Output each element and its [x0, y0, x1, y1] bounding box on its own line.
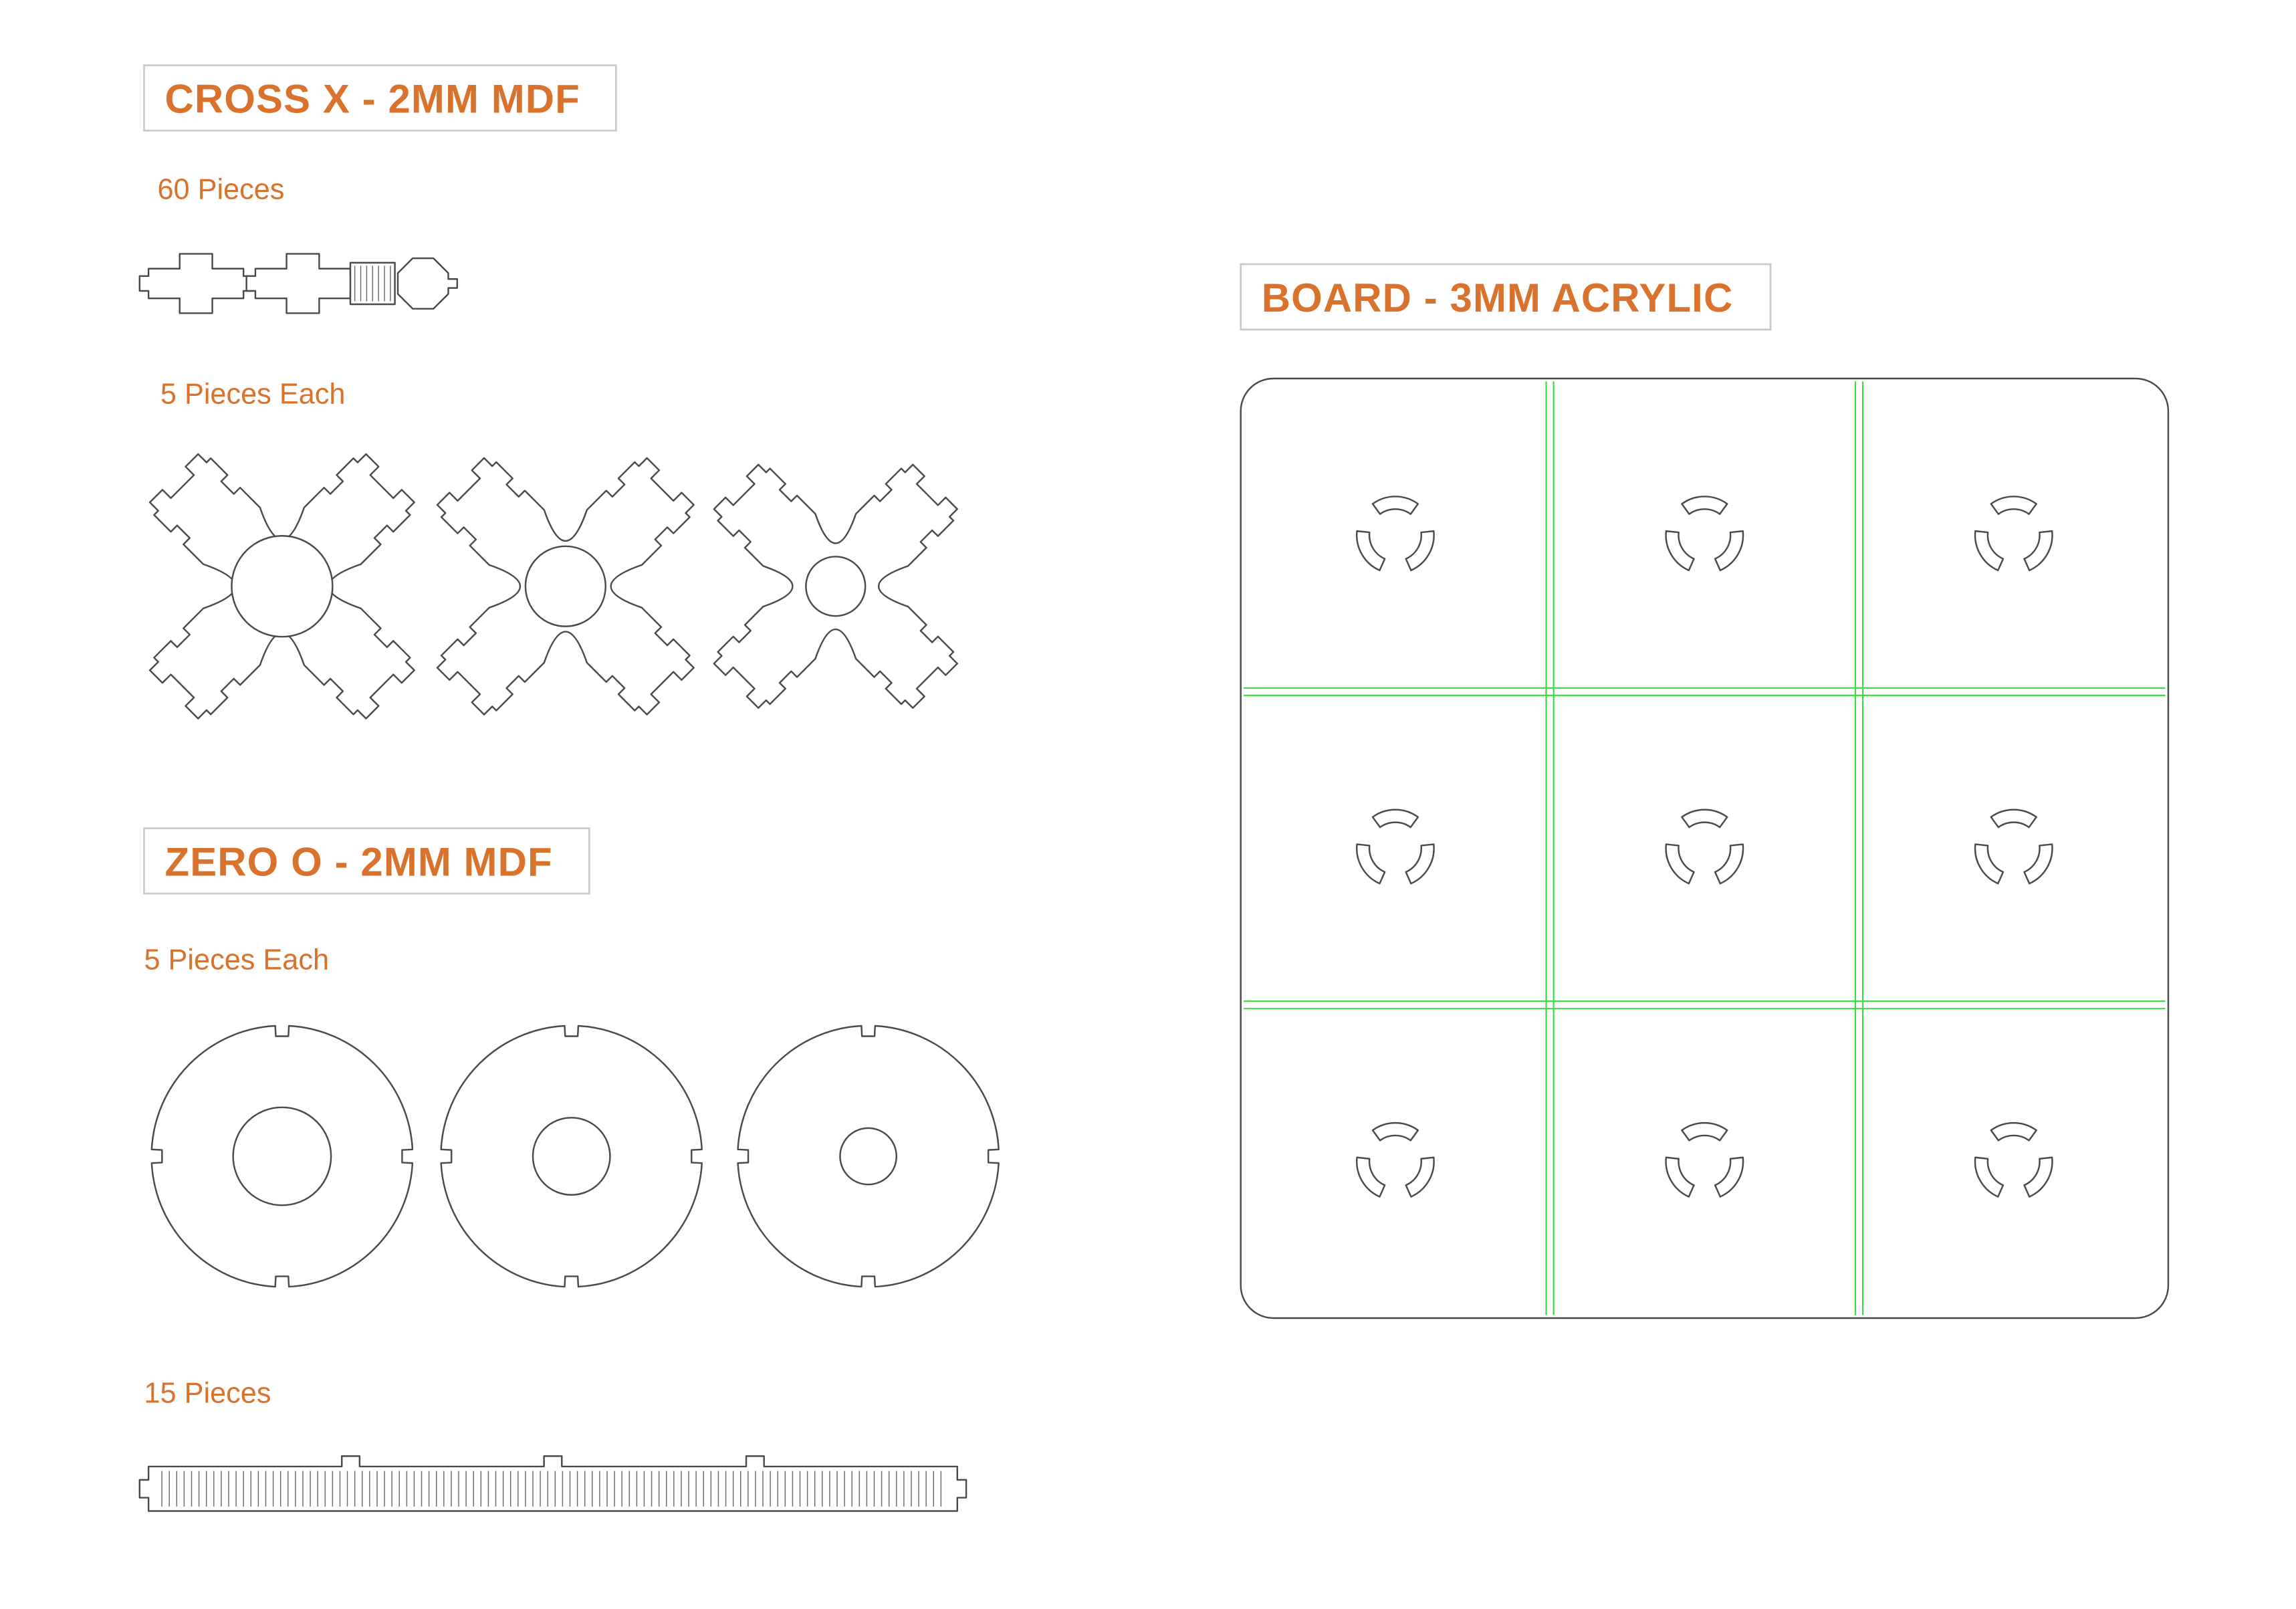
x-piece-center-hole	[805, 556, 867, 617]
board-cell-slot-arc	[1665, 1156, 1695, 1198]
board-cell-slot-arc	[1356, 843, 1386, 885]
board-cell-slot-arc	[1371, 1121, 1419, 1142]
small-cross-connector	[245, 253, 360, 314]
small-cross-connector	[138, 253, 253, 314]
board-cell-slot-arc	[1405, 843, 1435, 885]
board-outline	[1240, 377, 2170, 1319]
cross-x-pieces	[148, 453, 958, 720]
board-cell-slot-arc	[1371, 809, 1419, 829]
board-title-box: BOARD - 3MM ACRYLIC	[1240, 263, 1772, 331]
board-title-border	[1240, 263, 1772, 331]
disc-center-hole	[532, 1117, 611, 1196]
cross-title-border	[143, 64, 617, 132]
board-cell-slot-arc	[2023, 843, 2053, 885]
x-piece-center-hole	[231, 535, 334, 638]
board-cell-slot-arc	[2023, 530, 2053, 572]
zero-title-box: ZERO O - 2MM MDF	[143, 827, 590, 895]
small-hex-connector	[396, 257, 459, 310]
board-title: BOARD - 3MM ACRYLIC	[1262, 276, 1734, 320]
zero-title: ZERO O - 2MM MDF	[165, 840, 553, 885]
board-cell-slot-arc	[2023, 1156, 2053, 1198]
board-cell-slot-arc	[1681, 809, 1728, 829]
board-section: BOARD - 3MM ACRYLIC	[1240, 263, 2170, 1319]
zero-disc-count-label: 5 Pieces Each	[144, 944, 329, 976]
x-piece-center-hole	[524, 545, 606, 627]
cross-large-count-label: 5 Pieces Each	[160, 379, 346, 411]
board-cell-slot-arc	[1974, 1156, 2004, 1198]
board-cell-slot-arc	[1665, 843, 1695, 885]
cross-connector-pieces	[138, 253, 459, 314]
board-cell-slot-arc	[1356, 530, 1386, 572]
board-cell-slot-arc	[1714, 530, 1744, 572]
board-cell-slot-arc	[1714, 1156, 1744, 1198]
board-cell-slot-arc	[1665, 530, 1695, 572]
cross-section: CROSS X - 2MM MDF 60 Pieces 5 Pieces Eac…	[138, 64, 958, 720]
board-cell-slot-arc	[1990, 1121, 2037, 1142]
disc-center-hole	[232, 1106, 332, 1206]
rack-outline	[138, 1455, 967, 1512]
zero-section: ZERO O - 2MM MDF 5 Pieces Each 15 Pieces	[138, 827, 1000, 1512]
board-cell-slot-arc	[1990, 809, 2037, 829]
disc-center-hole	[839, 1127, 898, 1186]
zero-title-border	[143, 827, 590, 895]
board-cell-slot-arc	[1974, 530, 2004, 572]
board-cell-slot-arc	[1681, 1121, 1728, 1142]
board-cell-slot-arc	[1681, 496, 1728, 515]
board-cell-slot-arc	[1371, 496, 1419, 515]
board-cell-slot-arc	[1356, 1156, 1386, 1198]
board-layout	[1240, 377, 2170, 1319]
board-cell-slot-arc	[1714, 843, 1744, 885]
cross-title: CROSS X - 2MM MDF	[165, 77, 580, 122]
board-cell-slot-arc	[1405, 1156, 1435, 1198]
rack-count-label: 15 Pieces	[144, 1377, 271, 1409]
board-cell-slot-arc	[1405, 530, 1435, 572]
cross-title-box: CROSS X - 2MM MDF	[143, 64, 617, 132]
zero-disc-pieces	[150, 1025, 1000, 1288]
cross-small-count-label: 60 Pieces	[157, 173, 284, 205]
board-cell-slot-arc	[1990, 496, 2037, 515]
board-cell-slot-arc	[1974, 843, 2004, 885]
rack-strip	[138, 1455, 967, 1512]
